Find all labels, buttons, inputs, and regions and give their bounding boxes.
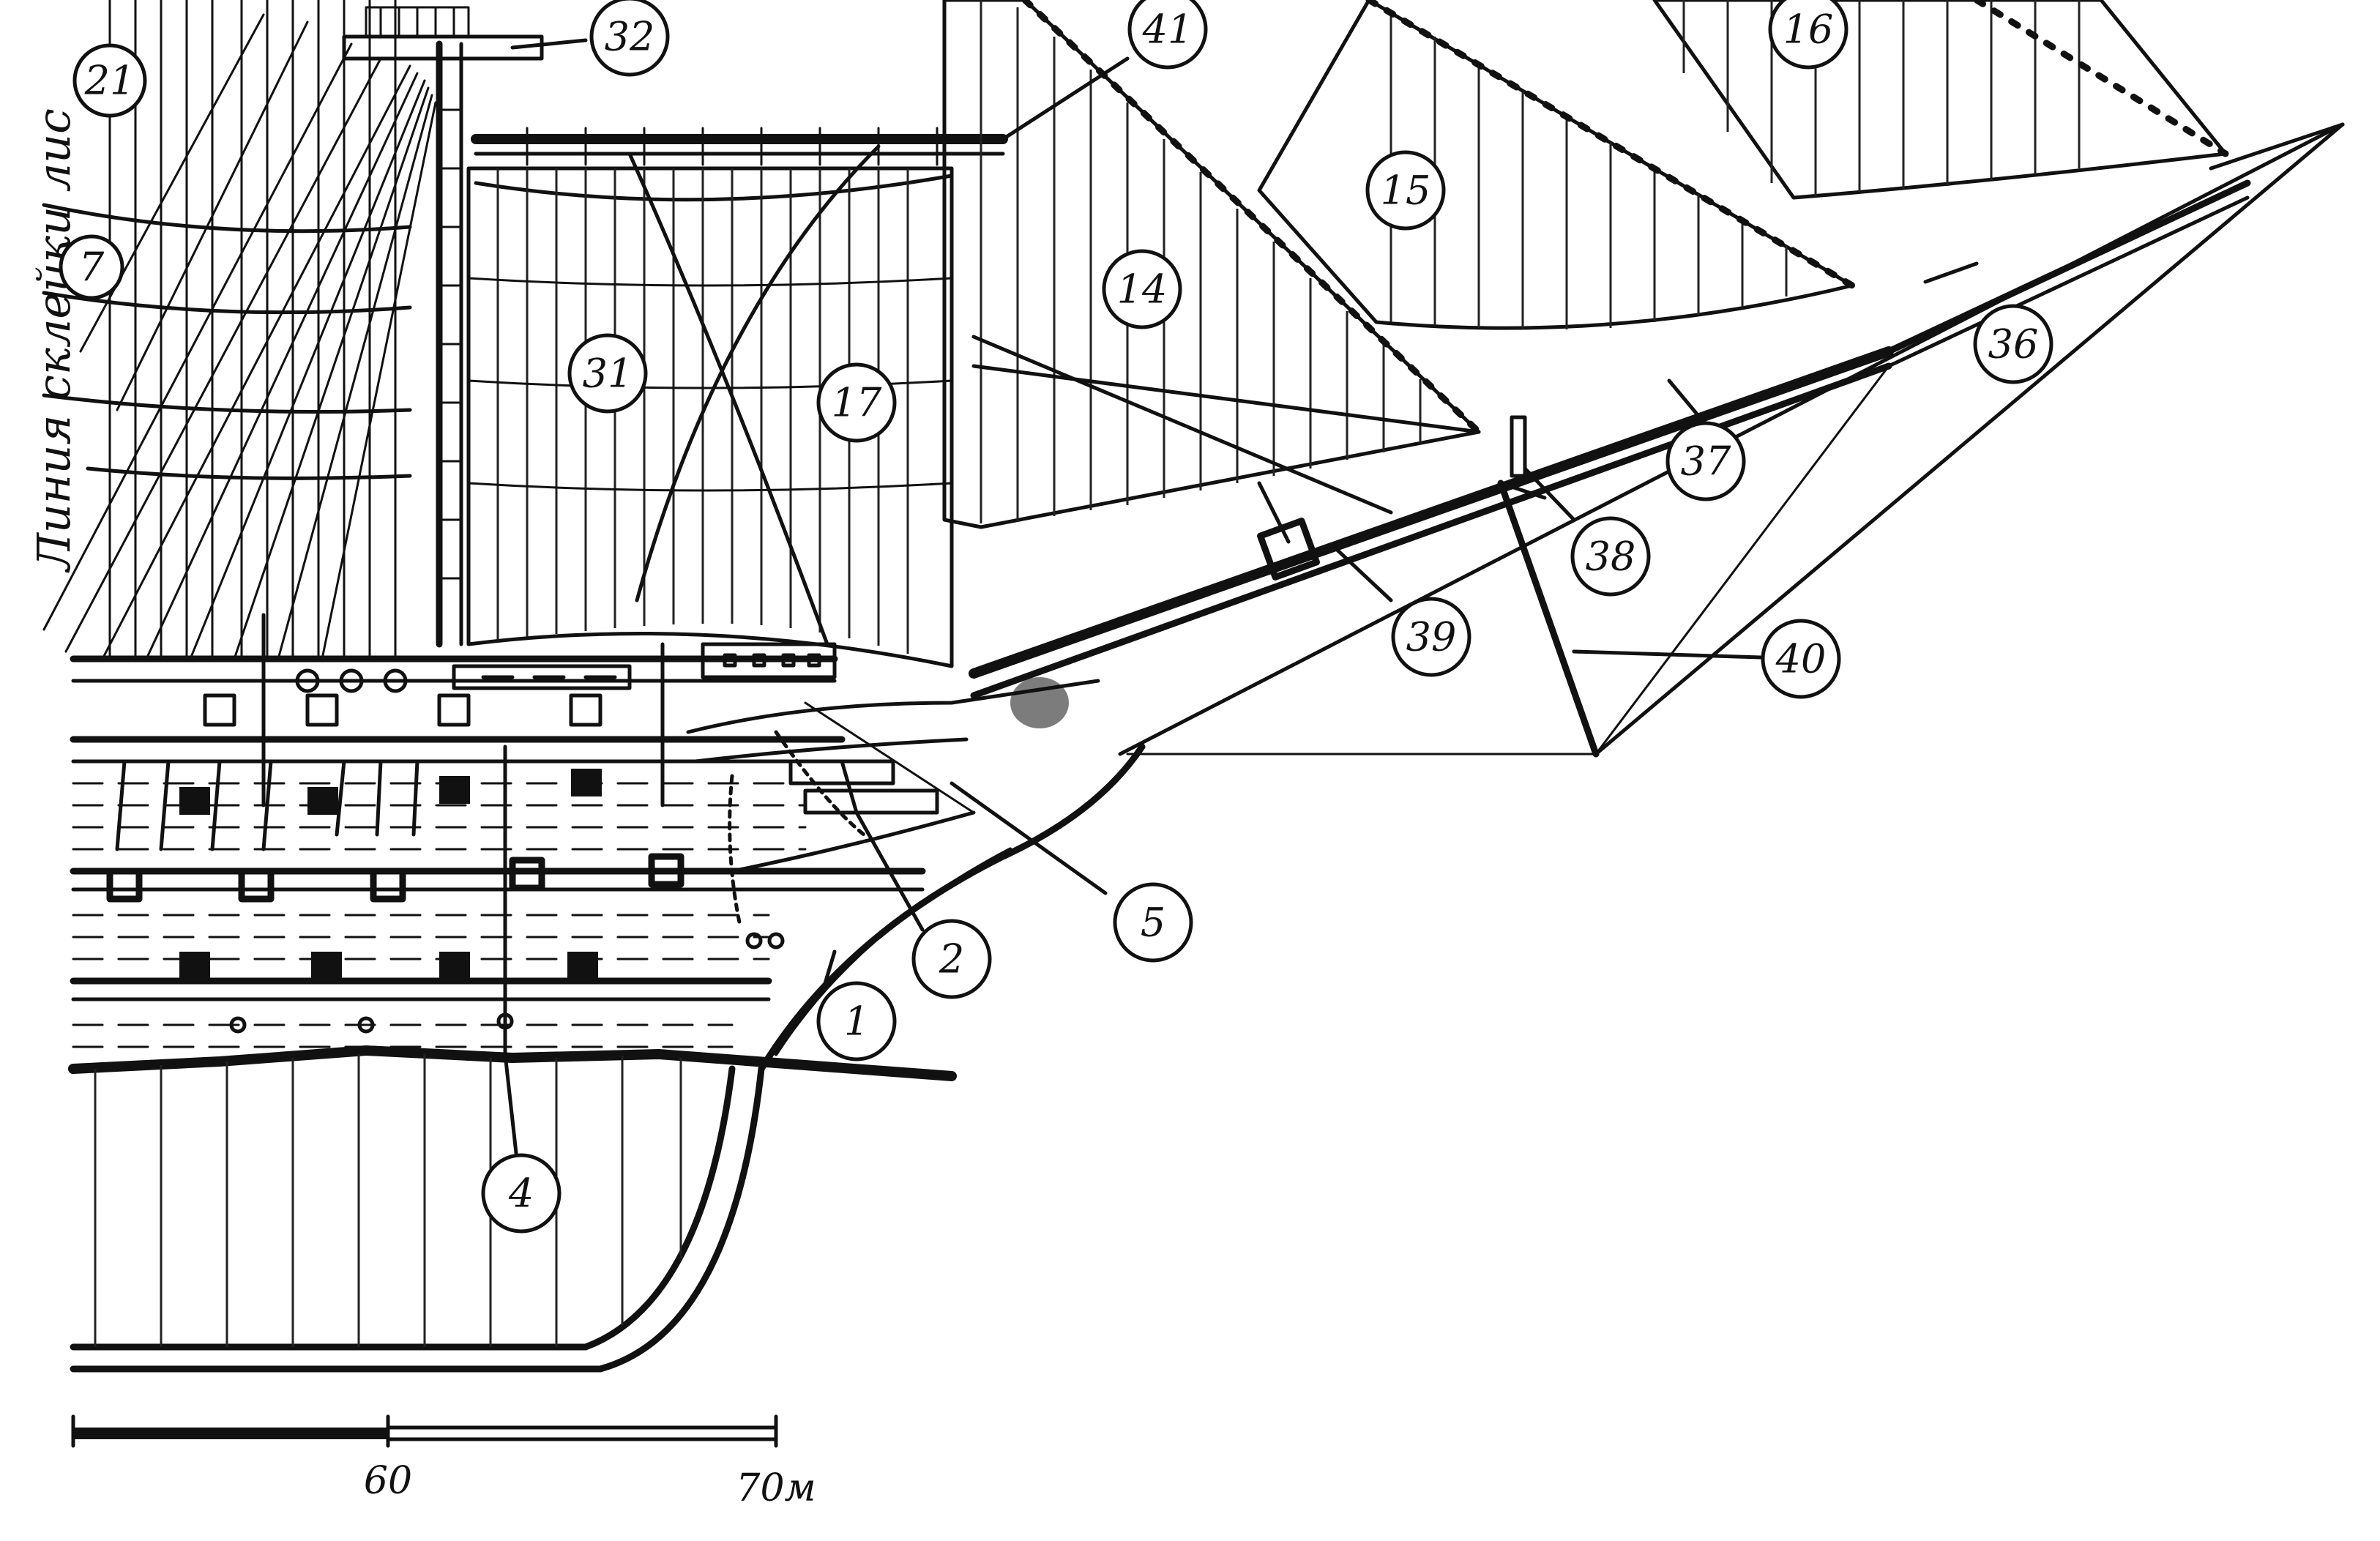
callout-31: 31	[567, 333, 648, 414]
callout-39: 39	[1330, 543, 1471, 677]
callout-5: 5	[950, 781, 1193, 963]
svg-text:1: 1	[844, 999, 869, 1045]
callout-32: 32	[510, 0, 670, 77]
callout-41: 41	[1001, 0, 1208, 141]
svg-text:37: 37	[1681, 439, 1731, 485]
svg-text:41: 41	[1142, 7, 1193, 53]
callout-2: 2	[854, 810, 992, 999]
svg-text:40: 40	[1775, 636, 1827, 682]
side-note: Линия склейки лис	[27, 108, 81, 573]
callout-37: 37	[1665, 378, 1746, 501]
staysail-16	[1652, 0, 2229, 200]
callout-16: 16	[1768, 0, 1849, 70]
callout-21: 21	[72, 43, 147, 118]
svg-text:16: 16	[1783, 7, 1834, 53]
fighting-top	[342, 6, 544, 61]
callout-38: 38	[1523, 466, 1651, 597]
svg-text:14: 14	[1117, 266, 1168, 313]
callout-4: 4	[481, 1052, 562, 1234]
callout-40: 40	[1572, 619, 1841, 699]
svg-text:21: 21	[84, 58, 135, 104]
callout-1: 1	[816, 949, 897, 1061]
underwater-hull	[70, 1054, 765, 1373]
svg-text:4: 4	[508, 1171, 534, 1217]
svg-text:2: 2	[939, 936, 964, 982]
scale-label-60: 60	[364, 1459, 412, 1503]
scale-bar: 60 70м	[71, 1414, 816, 1510]
svg-text:7: 7	[79, 245, 105, 291]
callout-36: 36	[1923, 261, 2053, 384]
rigging-lines	[42, 0, 463, 660]
hull	[68, 613, 1146, 1081]
svg-text:32: 32	[605, 14, 655, 60]
svg-text:5: 5	[1141, 900, 1165, 946]
svg-text:15: 15	[1381, 168, 1431, 214]
callout-17: 17	[816, 362, 897, 443]
callout-15: 15	[1365, 150, 1446, 231]
callout-14: 14	[1102, 249, 1182, 329]
bowsprit	[969, 122, 2345, 758]
staysail-15	[1257, 0, 1856, 330]
svg-text:17: 17	[832, 380, 882, 426]
svg-text:38: 38	[1586, 534, 1636, 580]
main-yard	[471, 127, 1008, 202]
scale-label-70: 70м	[736, 1466, 816, 1510]
svg-text:39: 39	[1406, 614, 1457, 660]
svg-text:36: 36	[1988, 321, 2039, 367]
staysail-14	[942, 0, 1482, 529]
svg-text:31: 31	[583, 351, 633, 397]
callout-7: 7	[59, 234, 124, 300]
callouts: 21 32 41 16 15 14 31 17	[59, 0, 2053, 1234]
